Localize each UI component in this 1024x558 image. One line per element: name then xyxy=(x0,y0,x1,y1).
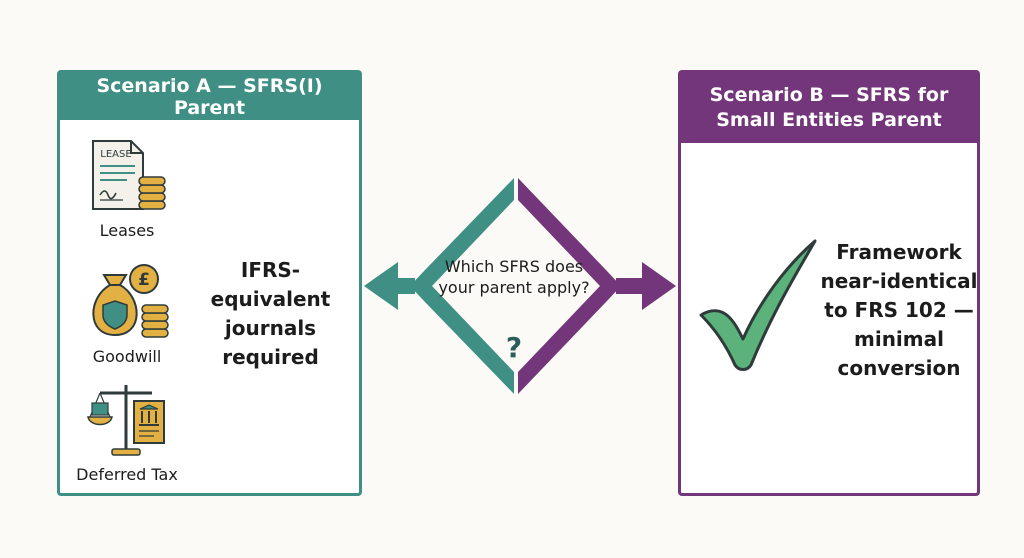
currency-symbol: £ xyxy=(138,270,150,290)
scenario-a-panel: Scenario A — SFRS(I) Parent LEASE Leases xyxy=(57,70,362,496)
decision-question: Which SFRS does your parent apply? xyxy=(438,257,590,297)
lease-doc-text: LEASE xyxy=(100,149,131,160)
scenario-a-title: Scenario A — SFRS(I) Parent xyxy=(60,73,359,120)
deferred-tax-label: Deferred Tax xyxy=(76,465,178,484)
diamond-right-half xyxy=(518,178,621,394)
scenario-b-message: Framework near-identical to FRS 102 — mi… xyxy=(820,240,978,380)
leases-label: Leases xyxy=(99,221,155,240)
arrow-to-scenario-b xyxy=(616,262,676,310)
scales-bank-document-icon xyxy=(87,385,165,456)
money-bag-shield-coins-icon: £ xyxy=(92,264,169,338)
checkmark-icon xyxy=(699,239,817,371)
deferred-tax-item: Deferred Tax xyxy=(72,379,182,484)
scenario-b-title: Scenario B — SFRS for Small Entities Par… xyxy=(681,73,977,143)
goodwill-item: £ Goodwill xyxy=(72,261,182,366)
question-mark: ? xyxy=(505,331,523,364)
arrow-to-scenario-a xyxy=(364,262,415,310)
diamond-left-half xyxy=(410,178,514,394)
leases-item: LEASE Leases xyxy=(72,135,182,240)
lease-document-coins-icon: LEASE xyxy=(92,140,166,210)
goodwill-label: Goodwill xyxy=(92,347,162,366)
scenario-a-message: IFRS-equivalent journals required xyxy=(210,258,331,369)
scenario-b-panel: Scenario B — SFRS for Small Entities Par… xyxy=(678,70,980,496)
